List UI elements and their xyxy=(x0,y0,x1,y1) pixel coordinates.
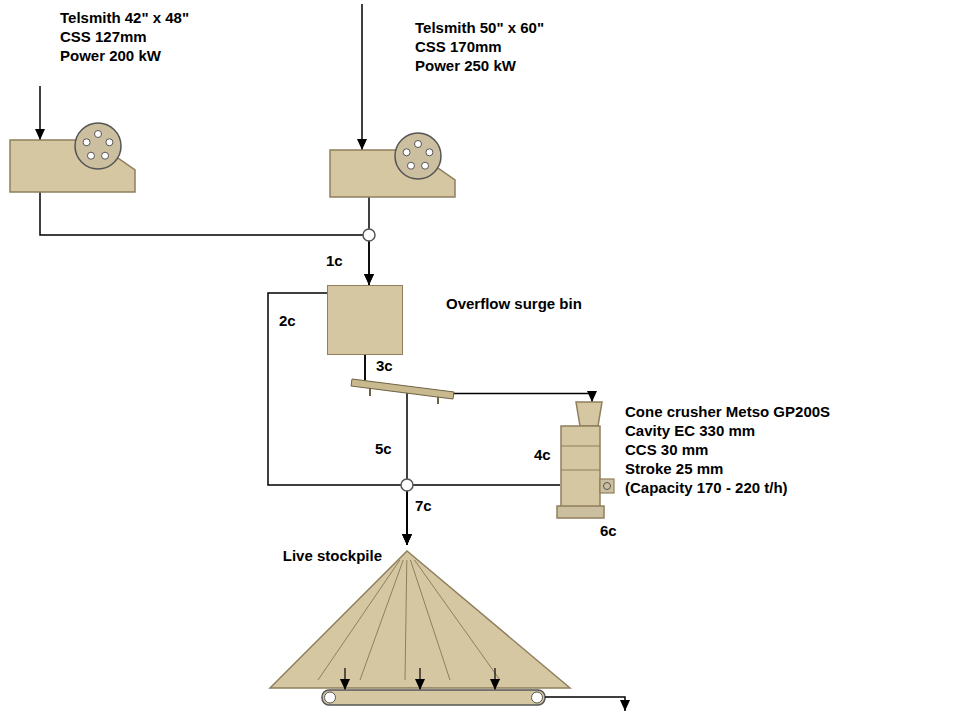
conveyor-roller xyxy=(532,692,543,703)
bin-label: Overflow surge bin xyxy=(446,294,582,313)
equipment-label: (Capacity 170 - 220 t/h) xyxy=(625,478,830,497)
cone-crusher-drive xyxy=(600,479,614,493)
equipment-label: Power 250 kW xyxy=(415,56,544,75)
stream-number: 1c xyxy=(324,252,345,269)
junction xyxy=(363,229,375,241)
cone-crusher-base xyxy=(557,506,604,518)
text-block: Cone crusher Metso GP200SCavity EC 330 m… xyxy=(625,402,830,497)
bolt-hole xyxy=(426,149,433,156)
stockpile-streak xyxy=(405,560,407,680)
feeder-arrow xyxy=(419,668,420,690)
cone-crusher: Cone crusher Metso GP200SCavity EC 330 m… xyxy=(560,402,838,520)
equipment-label: Live stockpile xyxy=(283,546,382,565)
text-block: Telsmith 50" x 60"CSS 170mmPower 250 kW xyxy=(415,18,544,75)
stockpile-streaks xyxy=(318,560,500,680)
bolt-hole xyxy=(403,149,410,156)
cone-crusher-shaft xyxy=(604,483,611,490)
screen-leg xyxy=(437,397,439,404)
bolt-hole xyxy=(102,152,109,159)
bolt-hole xyxy=(83,139,90,146)
equipment-label: Cavity EC 330 mm xyxy=(625,421,830,440)
stockpile-streak xyxy=(414,560,500,680)
cone-crusher-body xyxy=(561,426,600,508)
flow-line xyxy=(40,192,369,285)
equipment-label: Telsmith 50" x 60" xyxy=(415,18,544,37)
equipment-label: CCS 30 mm xyxy=(625,440,830,459)
equipment-label: CSS 170mm xyxy=(415,37,544,56)
bolt-hole xyxy=(106,139,113,146)
stockpile-streak xyxy=(318,560,400,680)
jaw-crusher: Telsmith 50" x 60"CSS 170mmPower 250 kW xyxy=(330,18,570,197)
equipment-label: CSS 127mm xyxy=(60,27,189,46)
flow-line xyxy=(365,355,592,402)
stockpile-streak xyxy=(410,560,450,680)
stream-number: 2c xyxy=(277,312,298,329)
jaw-crusher: Telsmith 42" x 48"CSS 127mmPower 200 kW xyxy=(10,5,210,192)
feed-arrow xyxy=(361,4,363,150)
cone-crusher-hopper xyxy=(576,402,602,426)
stream-number: 3c xyxy=(374,357,395,374)
stream-number: 4c xyxy=(532,446,553,463)
surge-bin: Overflow surge bin xyxy=(327,285,403,355)
feed-arrow xyxy=(39,86,41,140)
conveyor-roller xyxy=(325,692,336,703)
junction xyxy=(401,479,413,491)
bolt-holes xyxy=(83,131,433,170)
flywheel xyxy=(395,133,441,179)
bolt-hole xyxy=(95,131,102,138)
bolt-hole xyxy=(415,141,422,148)
stockpile xyxy=(270,551,570,688)
equipment-label: Telsmith 42" x 48" xyxy=(60,8,189,27)
text-block: Live stockpile xyxy=(283,546,382,565)
flow-line xyxy=(407,485,560,545)
bolt-hole xyxy=(422,162,429,169)
discharge-arrow xyxy=(545,697,625,711)
text-block: Telsmith 42" x 48"CSS 127mmPower 200 kW xyxy=(60,8,189,65)
stream-number: 7c xyxy=(413,497,434,514)
stream-number: 5c xyxy=(373,440,394,457)
equipment-label: Cone crusher Metso GP200S xyxy=(625,402,830,421)
stockpile-streak xyxy=(360,560,403,680)
equipment-label: Stroke 25 mm xyxy=(625,459,830,478)
conveyor xyxy=(322,690,545,705)
screen-leg xyxy=(369,388,371,396)
cone-crusher-band xyxy=(561,469,600,470)
stockpile: Live stockpile xyxy=(270,545,570,690)
flywheel xyxy=(75,123,121,169)
stream-number: 6c xyxy=(598,522,619,539)
feeder-arrow xyxy=(344,668,345,690)
bolt-hole xyxy=(407,162,414,169)
bolt-hole xyxy=(87,152,94,159)
screen xyxy=(351,379,454,399)
feeder-arrow xyxy=(494,668,495,690)
equipment-label: Power 200 kW xyxy=(60,46,189,65)
cone-crusher-band xyxy=(561,445,600,446)
text-block: Overflow surge bin xyxy=(446,294,582,313)
